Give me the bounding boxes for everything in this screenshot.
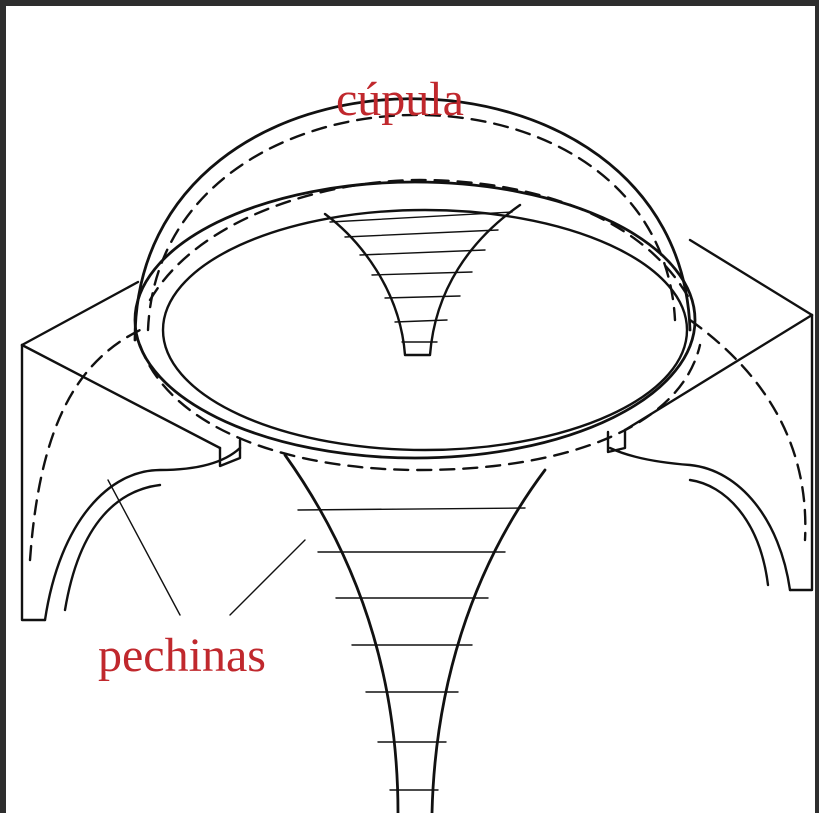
ring-inner-ellipse: [163, 210, 687, 450]
base-left-notch: [220, 440, 240, 466]
base-right-arch-outer: [610, 448, 790, 590]
label-pechinas: pechinas: [98, 632, 266, 680]
side-left-dashed-arc: [30, 330, 140, 560]
base-left-outer-face: [22, 345, 45, 620]
base-left-outer-corner: [22, 345, 220, 448]
side-right-dashed-arc: [690, 320, 805, 540]
dome-on-pendentives-drawing: cúpula pechinas: [6, 6, 815, 813]
pendentive-front-hatching: [298, 508, 525, 790]
leader-line-left: [108, 480, 180, 615]
base-right-top-edge: [690, 240, 812, 315]
base-left-arch-inner: [65, 485, 160, 610]
pendentive-back: [325, 205, 520, 355]
label-cupula: cúpula: [336, 76, 464, 124]
pendentive-back-hatching: [330, 212, 512, 342]
pendentive-front-right: [432, 470, 545, 813]
ring-dashed-back: [150, 180, 690, 300]
line-drawing: [6, 6, 815, 813]
base-left-top-edge: [22, 282, 138, 345]
base-right-arch-inner: [690, 480, 768, 585]
leader-line-right: [230, 540, 305, 615]
base-right-outer-corner: [625, 315, 812, 430]
base-left-arch-outer: [45, 448, 240, 620]
